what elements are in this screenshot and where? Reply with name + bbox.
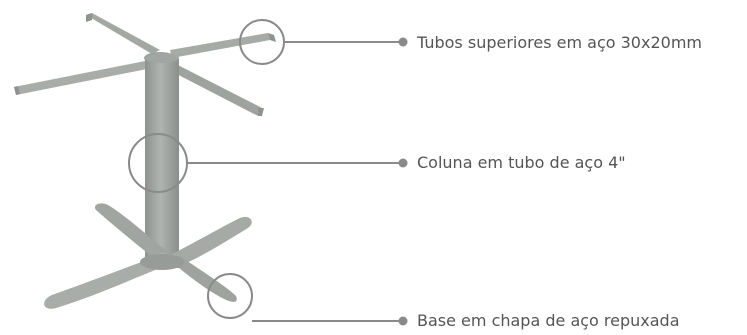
base — [44, 203, 252, 309]
leader-dot-base — [398, 316, 408, 326]
column — [145, 53, 179, 268]
leader-dot-top-tube — [398, 37, 408, 47]
callout-label-base: Base em chapa de aço repuxada — [417, 311, 680, 330]
callout-label-top-tubes: Tubos superiores em aço 30x20mm — [417, 33, 702, 52]
callout-circle-base — [207, 273, 253, 319]
leader-dot-column — [398, 158, 408, 168]
callout-label-column: Coluna em tubo de aço 4" — [417, 153, 626, 172]
